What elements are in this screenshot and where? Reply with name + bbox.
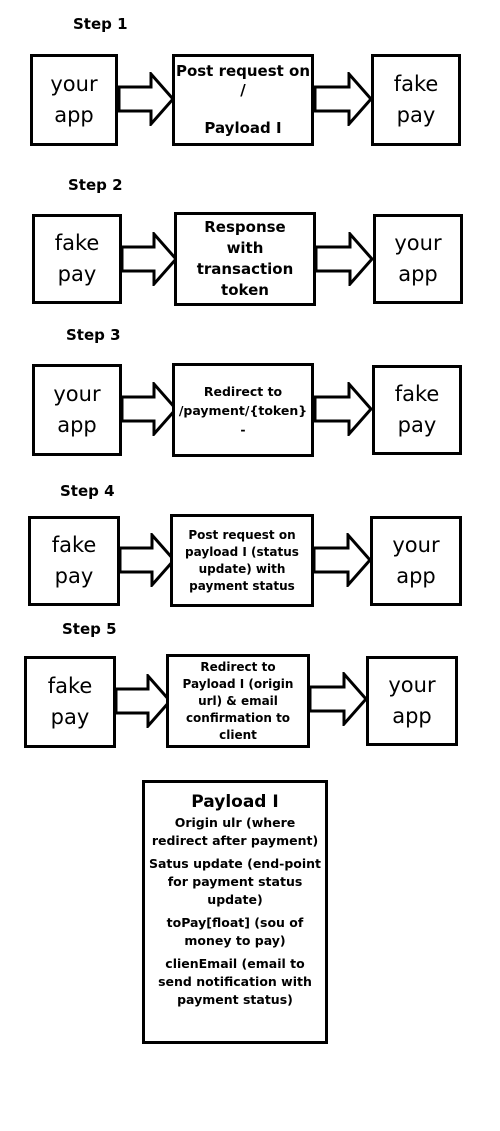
step-5-left-text: fake pay: [47, 674, 93, 729]
step-3-right-box: fake pay: [372, 365, 462, 455]
step-3-middle-text: Redirect to /payment/{token} -: [178, 383, 308, 437]
step-3-arrow-left: [120, 382, 178, 436]
step-2-middle-box: Response with transaction token: [174, 212, 316, 306]
payload-item-status-update: Satus update (end-point for payment stat…: [148, 856, 322, 907]
step-4-right-box: your app: [370, 516, 462, 606]
step-2-right-box: your app: [373, 214, 463, 304]
step-4-right-text: your app: [392, 533, 440, 588]
step-5-right-box: your app: [366, 656, 458, 746]
step-1-left-text: your app: [50, 72, 98, 127]
step-2-right-text: your app: [394, 231, 442, 286]
step-4-arrow-left: [118, 533, 176, 587]
step-1-middle-text: Post request on / Payload I: [175, 62, 311, 137]
step-3-left-box: your app: [32, 364, 122, 456]
payload-item-to-pay: toPay[float] (sou of money to pay): [166, 915, 304, 948]
step-2-left-text: fake pay: [54, 231, 100, 286]
step-1-right-box: fake pay: [371, 54, 461, 146]
step-4-middle-box: Post request on payload I (status update…: [170, 514, 314, 607]
step-3-label: Step 3: [66, 326, 121, 344]
step-5-right-text: your app: [388, 673, 436, 728]
step-5-arrow-right: [308, 672, 368, 726]
payload-title: Payload I: [191, 792, 279, 812]
step-5-middle-box: Redirect to Payload I (origin url) & ema…: [166, 654, 310, 748]
step-3-middle-box: Redirect to /payment/{token} -: [172, 363, 314, 457]
payload-item-client-email: clienEmail (email to send notification w…: [158, 956, 312, 1007]
step-5-label: Step 5: [62, 620, 117, 638]
step-5-arrow-left: [114, 674, 172, 728]
step-5-left-box: fake pay: [24, 656, 116, 748]
step-1-label: Step 1: [73, 15, 128, 33]
step-1-left-box: your app: [30, 54, 118, 146]
step-1-right-text: fake pay: [393, 72, 439, 127]
step-2-left-box: fake pay: [32, 214, 122, 304]
step-4-label: Step 4: [60, 482, 115, 500]
step-2-arrow-left: [120, 232, 178, 286]
step-3-left-text: your app: [53, 382, 101, 437]
step-4-arrow-right: [312, 533, 372, 587]
step-5-middle-text: Redirect to Payload I (origin url) & ema…: [182, 659, 294, 742]
step-3-right-text: fake pay: [394, 382, 440, 437]
step-2-middle-text: Response with transaction token: [196, 218, 294, 299]
step-4-left-box: fake pay: [28, 516, 120, 606]
step-4-left-text: fake pay: [51, 533, 97, 588]
step-1-middle-box: Post request on / Payload I: [172, 54, 314, 146]
payload-item-origin-url: Origin ulr (where redirect after payment…: [151, 815, 319, 848]
step-4-middle-text: Post request on payload I (status update…: [185, 527, 299, 593]
payload-box: Payload I Origin ulr (where redirect aft…: [142, 780, 328, 1044]
step-2-arrow-right: [314, 232, 374, 286]
step-1-arrow-left: [117, 72, 175, 126]
step-1-arrow-right: [313, 72, 373, 126]
step-3-arrow-right: [313, 382, 373, 436]
step-2-label: Step 2: [68, 176, 123, 194]
